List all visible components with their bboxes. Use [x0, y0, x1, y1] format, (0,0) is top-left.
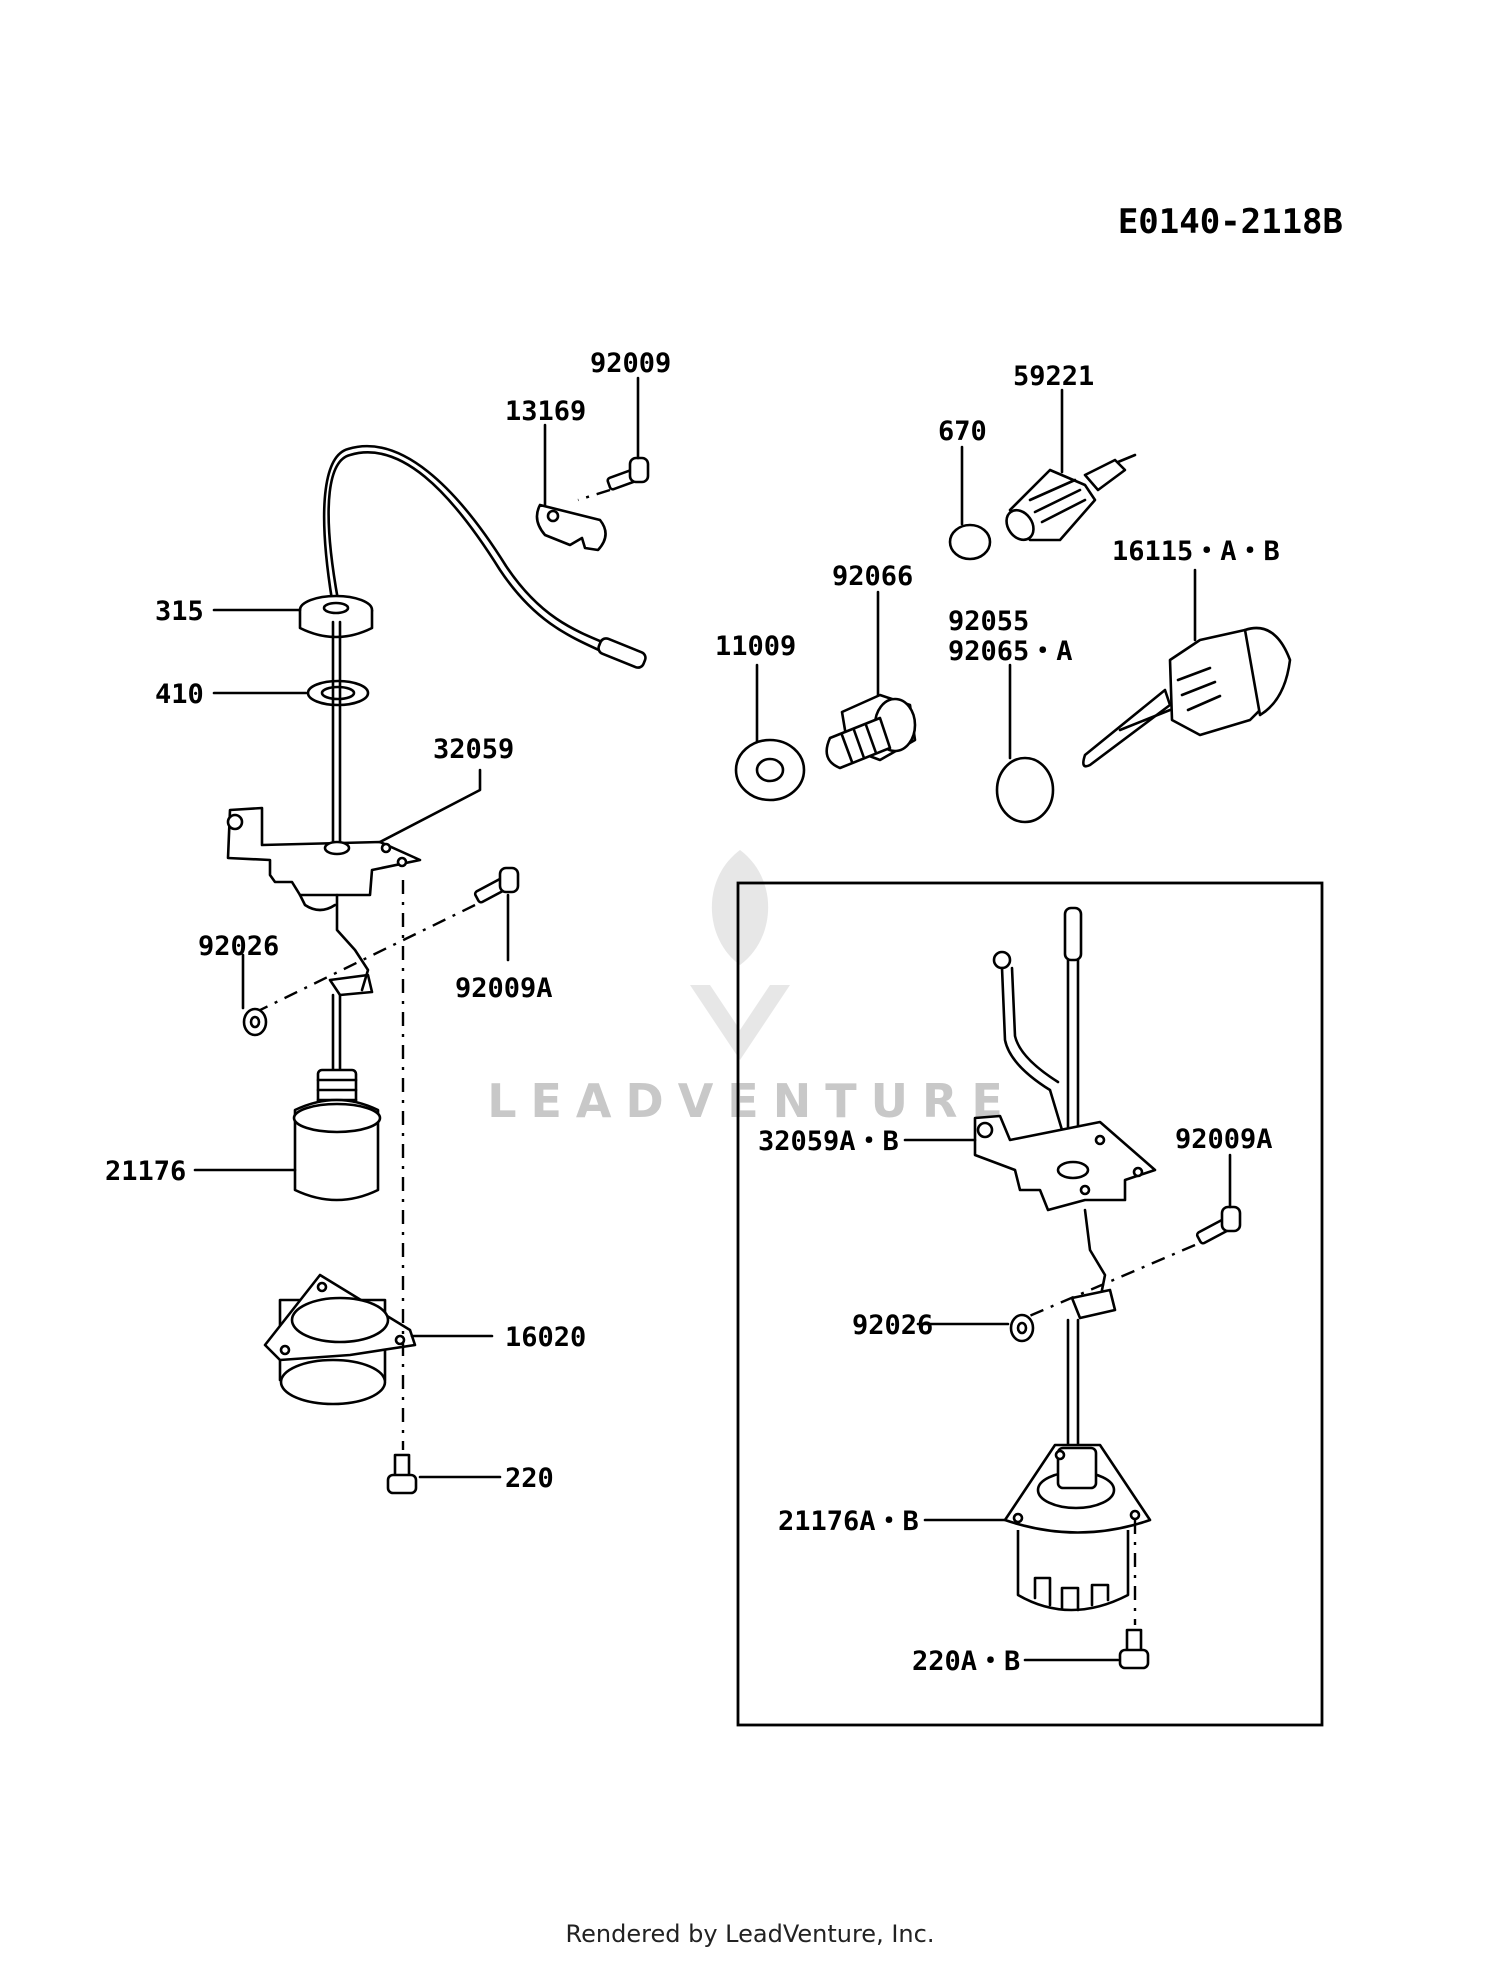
label-92026-inset: 92026 [852, 1310, 933, 1341]
cable-terminal [597, 637, 647, 669]
label-32059AB: 32059A・B [758, 1126, 899, 1157]
label-16115: 16115・A・B [1112, 536, 1280, 567]
part-32059-bracket [226, 806, 422, 912]
part-220-screw [386, 1453, 418, 1495]
part-92009A-screw [473, 866, 520, 904]
label-92055: 92055 [948, 606, 1029, 637]
part-410-washer [306, 679, 370, 707]
label-92026: 92026 [198, 931, 279, 962]
part-315-nut [298, 594, 374, 639]
part-21176-float [292, 1068, 382, 1202]
sensor-cable [327, 451, 622, 662]
label-21176: 21176 [105, 1156, 186, 1187]
inset-box [736, 881, 1324, 1727]
part-92055-oring [995, 756, 1055, 824]
label-16020: 16020 [505, 1322, 586, 1353]
label-670: 670 [938, 416, 987, 447]
label-92066: 92066 [832, 561, 913, 592]
label-92009: 92009 [590, 348, 671, 379]
watermark-logo [690, 850, 790, 1060]
footer-credit: Rendered by LeadVenture, Inc. [566, 1920, 935, 1948]
label-220AB: 220A・B [912, 1646, 1020, 1677]
part-11009-washer [734, 738, 806, 802]
part-92066-plug [825, 693, 917, 770]
part-16020-case [263, 1273, 417, 1406]
label-13169: 13169 [505, 396, 586, 427]
part-92026-washer-inset [1009, 1313, 1035, 1343]
part-92009-screw [606, 456, 650, 491]
label-315: 315 [155, 596, 204, 627]
part-92026-washer [242, 1007, 268, 1037]
part-13169-plate [535, 503, 607, 552]
part-220AB-screw [1118, 1628, 1150, 1670]
label-11009: 11009 [715, 631, 796, 662]
part-670-oring [948, 523, 992, 561]
label-32059: 32059 [433, 734, 514, 765]
label-59221: 59221 [1013, 361, 1094, 392]
part-16115-gauge [1082, 626, 1292, 768]
label-92009A-inset: 92009A [1175, 1124, 1273, 1155]
label-220: 220 [505, 1463, 554, 1494]
part-21176AB-float [1003, 1443, 1152, 1612]
label-92009A: 92009A [455, 973, 553, 1004]
label-410: 410 [155, 679, 204, 710]
part-92009A-screw-inset [1195, 1205, 1242, 1245]
part-59221-switch [1005, 453, 1137, 542]
watermark-text: LEADVENTURE [487, 1074, 1017, 1128]
label-92065: 92065・A [948, 636, 1073, 667]
diagram-code: E0140-2118B [1118, 202, 1343, 242]
part-32059AB-bracket [973, 1114, 1157, 1212]
label-21176AB: 21176A・B [778, 1506, 919, 1537]
